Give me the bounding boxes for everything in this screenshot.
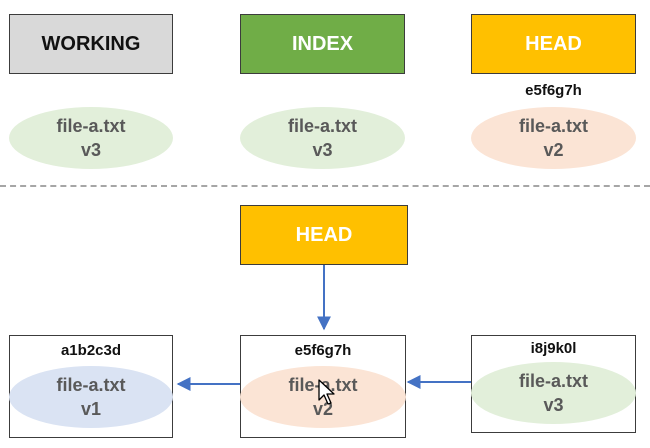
index-area-label: INDEX	[240, 14, 405, 74]
section-divider	[0, 185, 650, 187]
working-file-version: v3	[80, 140, 102, 160]
mouse-pointer-icon	[318, 379, 335, 405]
working-file-name: file-a.txt	[56, 116, 126, 136]
working-area-label: WORKING	[9, 14, 173, 74]
index-file: file-a.txt v3	[240, 107, 405, 169]
head-area-label: HEAD	[471, 14, 636, 74]
commit-file-3: file-a.txt v3	[471, 362, 636, 424]
commit-hash-2: e5f6g7h	[294, 342, 352, 359]
working-file: file-a.txt v3	[9, 107, 173, 169]
commit-file-name-3: file-a.txt	[518, 371, 588, 391]
head-pointer-label: HEAD	[240, 205, 408, 265]
head-file-version: v2	[543, 140, 564, 160]
commit-file-version-1: v1	[80, 399, 102, 419]
commit-hash-3: i8j9k0l	[530, 340, 577, 357]
commit-file-2: file-a.txt v2	[240, 366, 406, 428]
head-file: file-a.txt v2	[471, 107, 636, 169]
index-file-name: file-a.txt	[287, 116, 357, 136]
head-file-name: file-a.txt	[518, 116, 588, 136]
head-commit-hash: e5f6g7h	[525, 82, 582, 99]
commit-hash-1: a1b2c3d	[60, 342, 122, 359]
commit-file-name-1: file-a.txt	[56, 375, 126, 395]
commit-file-version-3: v3	[543, 395, 564, 415]
index-file-version: v3	[312, 140, 333, 160]
commit-file-1: file-a.txt v1	[9, 366, 173, 428]
